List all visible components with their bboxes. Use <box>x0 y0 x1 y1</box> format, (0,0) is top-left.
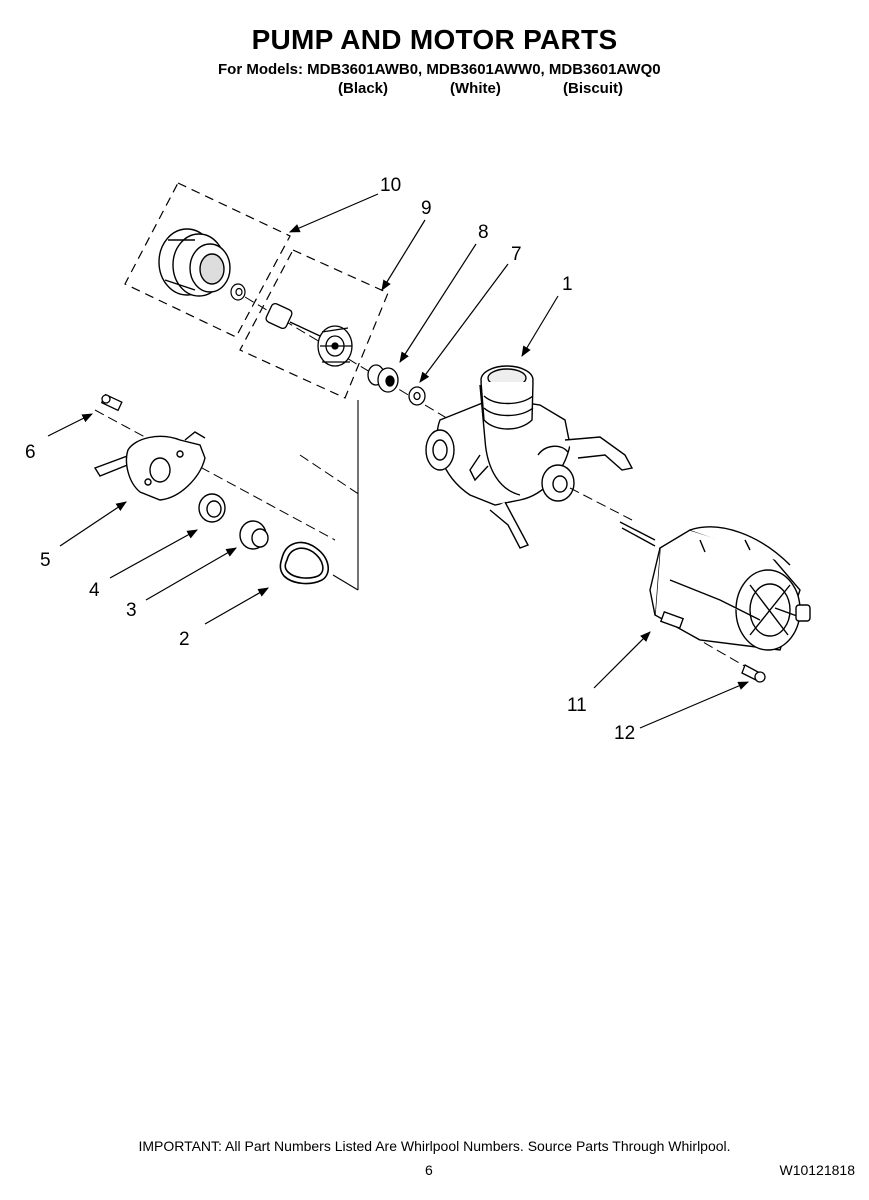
page-number: 6 <box>425 1162 433 1178</box>
callout-leaders <box>47 193 749 729</box>
part-10-group-box <box>124 182 291 338</box>
color-biscuit-label: (Biscuit) <box>563 80 623 97</box>
part-8-hub <box>367 364 399 393</box>
callout-12: 12 <box>614 723 635 744</box>
important-note: IMPORTANT: All Part Numbers Listed Are W… <box>138 1138 731 1154</box>
callout-1: 1 <box>562 274 573 295</box>
part-2-reference-line <box>332 400 359 591</box>
callout-6: 6 <box>25 442 36 463</box>
callout-5: 5 <box>40 550 51 571</box>
callout-7: 7 <box>511 244 522 265</box>
part-7-nut <box>408 386 426 406</box>
part-9-group-box <box>239 249 389 399</box>
assembly-axis-line <box>94 296 471 541</box>
callout-2: 2 <box>179 629 190 650</box>
part-6-screw <box>100 393 123 412</box>
callout-10: 10 <box>380 175 401 196</box>
page-title: PUMP AND MOTOR PARTS <box>251 24 618 55</box>
callout-11: 11 <box>567 695 587 716</box>
part-12-screw <box>741 664 766 683</box>
part-9-impeller <box>265 302 353 367</box>
document-number: W10121818 <box>779 1162 855 1178</box>
models-line: For Models: MDB3601AWB0, MDB3601AWW0, MD… <box>218 61 661 78</box>
color-white-label: (White) <box>450 80 501 97</box>
callout-9: 9 <box>421 198 432 219</box>
part-11-motor <box>619 521 811 651</box>
part-10-seal <box>158 228 231 297</box>
part-10-washer <box>230 283 246 301</box>
callout-8: 8 <box>478 222 489 243</box>
part-1-pump-housing <box>425 365 634 549</box>
part-4-grommet <box>198 493 226 523</box>
callout-3: 3 <box>126 600 137 621</box>
color-black-label: (Black) <box>338 80 389 97</box>
part-5-housing-cover <box>93 431 206 501</box>
part-2-gasket <box>279 541 329 585</box>
part-3-seal <box>239 520 269 550</box>
callout-4: 4 <box>89 580 100 601</box>
